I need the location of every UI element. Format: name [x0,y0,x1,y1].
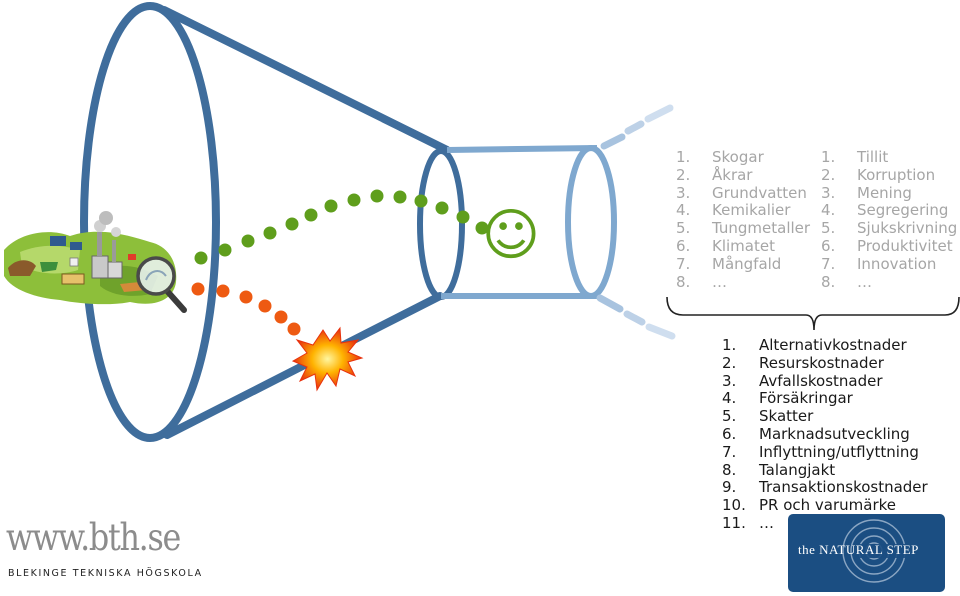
list-item: 11.… [722,513,774,532]
list-item: 8.… [676,272,727,291]
magnifier-icon [136,256,187,313]
nature-impacts-list: 1.Skogar 2.Åkrar 3.Grundvatten 4.Kemikal… [676,148,811,291]
list-item: 3.Avfallskostnader [722,371,883,390]
economic-consequences-list: 1.Alternativkostnader 2.Resurskostnader … [722,336,928,533]
list-item: 6.Klimatet [676,236,775,255]
list-item: 4.Försäkringar [722,389,853,408]
list-item: 10.PR och varumärke [722,496,897,515]
orange-dot-path [191,282,301,336]
bracket [666,296,960,331]
funnel-opening [80,2,220,442]
bth-name-logo: BLEKINGE TEKNISKA HÖGSKOLA [8,568,203,579]
list-item: 1.Tillit [821,148,889,166]
list-item: 5.Skatter [722,407,814,426]
list-item: 6.Marknadsutveckling [722,424,910,443]
list-item: 7.Mångfald [676,254,782,273]
list-item: 8.… [821,272,872,291]
list-item: 6.Produktivitet [821,236,953,255]
tube [441,145,617,299]
list-item: 7.Innovation [821,254,937,273]
big-funnel [80,2,465,442]
list-item: 4.Segregering [821,201,949,220]
tube-end [565,145,617,299]
list-item: 1.Alternativkostnader [722,336,907,354]
list-item: 2.Korruption [821,165,936,184]
fading-dashes [596,104,676,340]
natural-step-text: the NATURAL STEP [798,542,919,557]
green-dot-path [194,189,489,265]
list-item: 7.Inflyttning/utflyttning [722,442,919,461]
list-item: 1.Skogar [676,148,764,166]
smiley-icon: ☺ [482,203,540,268]
social-impacts-list: 1.Tillit 2.Korruption 3.Mening 4.Segrege… [821,148,958,291]
list-item: 4.Kemikalier [676,201,791,220]
list-item: 3.Grundvatten [676,183,807,202]
natural-step-logo: the NATURAL STEP [788,514,945,592]
explosion-burst [291,326,364,392]
list-item: 2.Resurskostnader [722,353,884,372]
list-item: 8.Talangjakt [722,460,836,479]
list-item: 9.Transaktionskostnader [722,478,928,497]
funnel-neck [417,148,465,300]
list-item: 3.Mening [821,183,912,202]
list-item: 5.Tungmetaller [676,219,811,238]
list-item: 2.Åkrar [676,165,753,184]
spiral-icon [842,519,906,583]
list-item: 5.Sjukskrivning [821,219,958,238]
bth-url-logo[interactable]: www.bth.se [6,516,181,559]
